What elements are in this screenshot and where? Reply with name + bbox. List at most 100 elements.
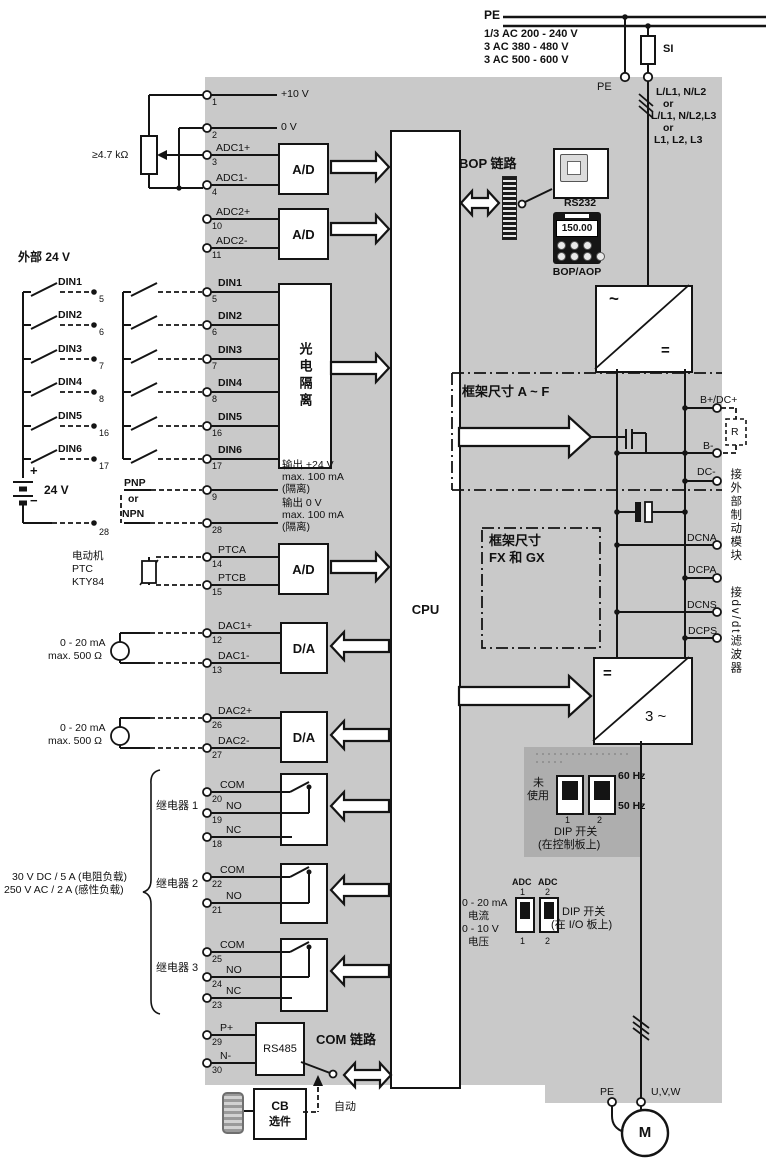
signal-label: DAC1- bbox=[218, 650, 250, 662]
iso-out-6: (隔离) bbox=[282, 521, 310, 533]
frame-size-fxgx-2: FX 和 GX bbox=[489, 550, 545, 565]
cb-dsub-connector-icon bbox=[222, 1092, 244, 1134]
terminal-num: 14 bbox=[212, 559, 223, 569]
phase-or-2: or bbox=[663, 122, 674, 134]
rs485-block: RS485 bbox=[255, 1022, 305, 1076]
arrow-left-icon bbox=[329, 629, 391, 663]
terminal-num: 29 bbox=[212, 1037, 223, 1047]
rectifier-dc-symbol: = bbox=[661, 342, 670, 359]
iso-out-5: max. 100 mA bbox=[282, 509, 344, 521]
meter-icon bbox=[110, 726, 130, 746]
terminal-num: 11 bbox=[212, 250, 222, 260]
din-label: DIN6 bbox=[218, 444, 242, 456]
arrow-right-icon bbox=[329, 351, 391, 385]
terminal-num: 8 bbox=[99, 394, 105, 404]
ptc-thermistor-icon bbox=[141, 560, 157, 584]
signal-label: ADC2+ bbox=[216, 206, 251, 218]
dc-term-label: DCPS bbox=[688, 625, 718, 637]
terminal-num: 13 bbox=[212, 665, 223, 675]
brake-resistor-box bbox=[725, 418, 747, 446]
dip2-voltage-1: 0 - 10 V bbox=[462, 923, 499, 935]
inverter-ac-symbol: 3 ~ bbox=[645, 708, 667, 725]
frame-size-af-label: 框架尺寸 A ~ F bbox=[462, 384, 550, 399]
terminal-num: 28 bbox=[212, 525, 223, 535]
dip1-not-used-1: 未 bbox=[533, 777, 544, 789]
dvdt-filter-note: 接dv/dt滤波器 bbox=[729, 586, 742, 675]
terminal-num: 7 bbox=[212, 361, 218, 371]
cb-option-block: CB 选件 bbox=[253, 1088, 307, 1140]
bop-button-icon bbox=[557, 252, 566, 261]
terminal-num: 5 bbox=[99, 294, 105, 304]
dc-term-label: DCNA bbox=[687, 532, 717, 544]
terminal-num: 18 bbox=[212, 839, 223, 849]
frame-size-fxgx-1: 框架尺寸 bbox=[489, 533, 542, 548]
auto-arrow-icon bbox=[313, 1075, 323, 1086]
terminal-num: 28 bbox=[99, 527, 110, 537]
dip2-adc1-label: ADC bbox=[512, 877, 532, 887]
bop-link-connector-icon bbox=[502, 176, 517, 240]
dip2-adc2-label: ADC bbox=[538, 877, 558, 887]
phase-option-1: L/L1, N/L2 bbox=[656, 86, 707, 98]
terminal-num: 2 bbox=[212, 130, 218, 140]
arrow-right-big-icon bbox=[457, 673, 593, 719]
bop-button-icon bbox=[570, 241, 579, 250]
bop-link-label: BOP 链路 bbox=[459, 156, 517, 171]
motor-icon bbox=[620, 1108, 670, 1158]
terminal-num: 4 bbox=[212, 187, 218, 197]
cpu-block: CPU bbox=[390, 130, 461, 1089]
signal-label: PTCB bbox=[218, 572, 247, 584]
dip2-bottom-num-2: 2 bbox=[545, 936, 551, 946]
terminal-num: 19 bbox=[212, 815, 223, 825]
din-label: DIN1 bbox=[218, 277, 242, 289]
dip1-num-2: 2 bbox=[597, 815, 603, 825]
npn-label: NPN bbox=[122, 508, 145, 520]
terminal-num: 16 bbox=[99, 428, 110, 438]
opto-isolation-block: 光电隔离 bbox=[278, 283, 332, 469]
phase-option-3: L1, L2, L3 bbox=[654, 134, 703, 146]
signal-label: NO bbox=[226, 964, 242, 976]
pe-top-label: PE bbox=[484, 8, 501, 22]
terminal-num: 27 bbox=[212, 750, 223, 760]
dc-term-label: DC- bbox=[697, 466, 716, 478]
signal-label: ADC1+ bbox=[216, 142, 251, 154]
din-ext-label: DIN1 bbox=[58, 276, 82, 288]
pot-value-label: ≥4.7 kΩ bbox=[92, 149, 129, 161]
dac1-block: D/A bbox=[280, 622, 328, 674]
dip1-switch-1 bbox=[556, 775, 584, 815]
adc1-block: A/D bbox=[278, 143, 329, 195]
din-label: DIN3 bbox=[218, 344, 242, 356]
battery-minus: − bbox=[30, 493, 38, 508]
bop-button-icon bbox=[570, 252, 579, 261]
terminal-num: 23 bbox=[212, 1000, 223, 1010]
din-ext-label: DIN5 bbox=[58, 410, 82, 422]
relay1-label: 继电器 1 bbox=[156, 800, 199, 812]
signal-label: NO bbox=[226, 890, 242, 902]
pe-bottom-label: PE bbox=[600, 1086, 615, 1098]
terminal-num: 16 bbox=[212, 428, 223, 438]
arrow-right-icon bbox=[329, 550, 391, 584]
terminal-num: 5 bbox=[212, 294, 218, 304]
double-arrow-icon bbox=[342, 1060, 393, 1090]
fuse-icon bbox=[640, 35, 656, 65]
din-label: DIN4 bbox=[218, 377, 242, 389]
iso-out-3: (隔离) bbox=[282, 483, 310, 495]
dac2-note-1: 0 - 20 mA bbox=[60, 722, 106, 734]
phase-option-2: L/L1, N/L2,L3 bbox=[651, 110, 717, 122]
motor-label: M bbox=[638, 1124, 652, 1141]
arrow-left-icon bbox=[329, 954, 391, 988]
ptc-adc-block: A/D bbox=[278, 543, 329, 595]
dip2-num-2: 2 bbox=[545, 887, 551, 897]
battery-label: 24 V bbox=[44, 483, 69, 497]
terminal-num: 17 bbox=[99, 461, 110, 471]
dip1-title: DIP 开关 bbox=[554, 826, 598, 838]
signal-label: +10 V bbox=[281, 88, 309, 100]
dip2-num-1: 1 bbox=[520, 887, 526, 897]
adc2-block: A/D bbox=[278, 208, 329, 260]
terminal-num: 6 bbox=[99, 327, 105, 337]
bop-aop-label: BOP/AOP bbox=[552, 266, 602, 278]
signal-label: NC bbox=[226, 985, 242, 997]
din-ext-label: DIN2 bbox=[58, 309, 82, 321]
din-ext-label: DIN4 bbox=[58, 376, 82, 388]
bop-button-icon bbox=[583, 252, 592, 261]
iso-out-2: max. 100 mA bbox=[282, 471, 344, 483]
